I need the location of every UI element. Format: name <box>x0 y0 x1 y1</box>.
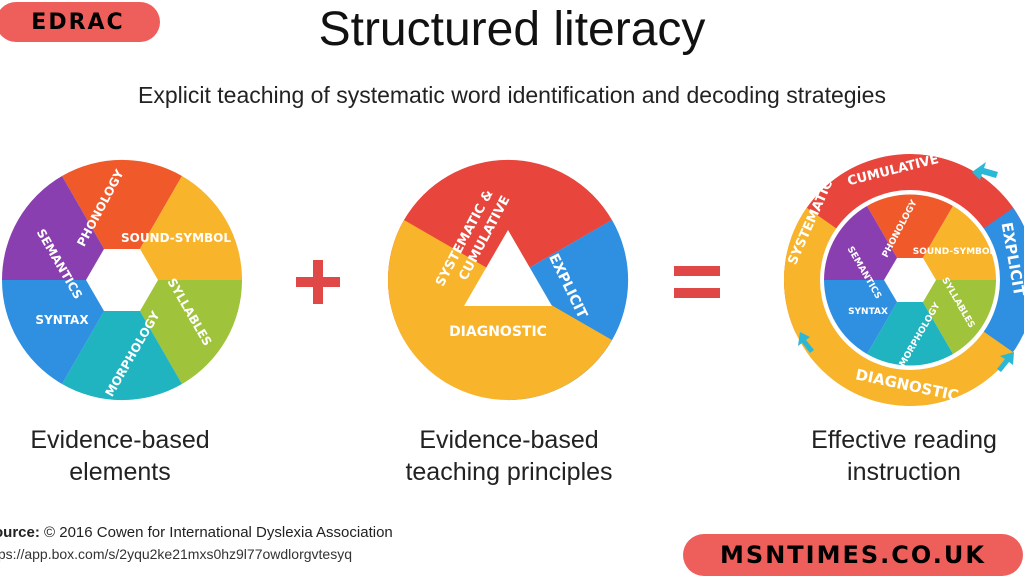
segment-syllables <box>122 280 243 384</box>
segment-sound-symbol <box>122 176 243 280</box>
inner-label-syntax: SYNTAX <box>848 307 888 317</box>
page-subtitle: Explicit teaching of systematic word ide… <box>138 82 886 108</box>
center-triangle <box>464 230 552 306</box>
inner-center-hole <box>884 258 936 302</box>
inner-sound-symbol <box>910 206 996 280</box>
caption-elements-line2: elements <box>69 458 171 486</box>
source-label: ource: <box>0 524 40 541</box>
brand-badge-right: MSNTIMES.CO.UK <box>683 534 1023 576</box>
label-sound-symbol: SOUND-SYMBOL <box>121 231 231 245</box>
caption-principles: Evidence-based teaching principles <box>382 424 636 488</box>
caption-principles-line1: Evidence-based <box>419 426 599 454</box>
caption-instruction: Effective reading instruction <box>784 424 1024 488</box>
arrow-icon-top <box>972 162 998 180</box>
segment-semantics <box>1 176 122 280</box>
caption-principles-line2: teaching principles <box>405 458 613 486</box>
inner-syntax <box>824 280 910 354</box>
source-text: © 2016 Cowen for International Dyslexia … <box>44 524 393 541</box>
center-hole <box>86 249 158 311</box>
elements-wheel: PHONOLOGY SOUND-SYMBOL SYLLABLES MORPHOL… <box>1 159 243 401</box>
inner-phonology <box>867 194 953 280</box>
caption-instruction-line1: Effective reading <box>811 426 997 454</box>
segment-diagnostic <box>388 220 612 400</box>
inner-semantics <box>824 206 910 280</box>
arrow-icon-left <box>798 332 814 353</box>
instruction-wheel: SYSTEMATIC CUMULATIVE EXPLICIT DIAGNOSTI… <box>784 152 1024 406</box>
caption-instruction-line2: instruction <box>847 458 961 486</box>
caption-elements: Evidence-based elements <box>0 424 240 488</box>
principles-wheel: SYSTEMATIC & CUMULATIVE EXPLICIT DIAGNOS… <box>387 159 629 401</box>
brand-badge-left: EDRAC <box>0 2 160 42</box>
inner-label-sound-symbol: SOUND-SYMBOL <box>913 247 996 257</box>
inner-syllables <box>910 280 996 354</box>
arrow-icon-right <box>997 352 1014 372</box>
equals-icon <box>674 266 720 298</box>
caption-elements-line1: Evidence-based <box>30 426 210 454</box>
plus-icon <box>296 260 340 304</box>
source-url: tps://app.box.com/s/2yqu2ke21mxs0hz9l77o… <box>0 546 352 562</box>
label-diagnostic: DIAGNOSTIC <box>449 324 547 340</box>
segment-phonology <box>62 159 182 280</box>
page-title: Structured literacy <box>318 3 706 56</box>
inner-morphology <box>867 280 953 366</box>
label-syntax: SYNTAX <box>35 313 89 327</box>
segment-syntax <box>1 280 122 384</box>
source-credit: ource: © 2016 Cowen for International Dy… <box>0 524 393 541</box>
segment-morphology <box>62 280 182 401</box>
